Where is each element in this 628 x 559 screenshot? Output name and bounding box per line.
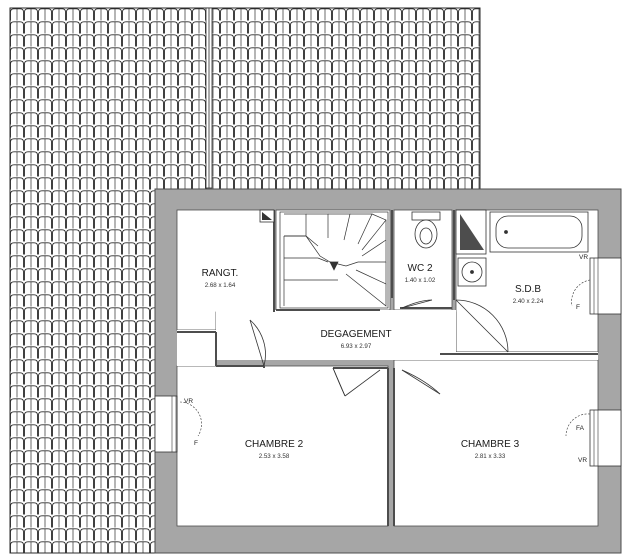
room-chambre2-floor	[176, 365, 389, 527]
room-dims-chambre2: 2.53 x 3.58	[259, 453, 290, 460]
toilet-icon	[411, 211, 441, 249]
room-dims-wc: 1.40 x 1.02	[405, 277, 436, 284]
window-label: VR	[579, 254, 588, 261]
window-label: FA	[576, 425, 585, 432]
room-dims-sdb: 2.40 x 2.24	[513, 298, 544, 305]
doors	[249, 299, 509, 397]
room-name-chambre2: CHAMBRE 2	[245, 439, 304, 450]
window-label: VR	[578, 457, 587, 464]
room-labels: RANGT. 2.68 x 1.64 WC 2 1.40 x 1.02 S.D.…	[202, 263, 544, 460]
window-label: VR	[184, 398, 193, 405]
room-name-chambre3: CHAMBRE 3	[461, 439, 520, 450]
interior-walls	[177, 210, 598, 526]
window-chambre3	[565, 409, 622, 467]
room-dims-degagement: 6.93 x 2.97	[341, 343, 372, 350]
room-dims-chambre3: 2.81 x 3.33	[475, 453, 506, 460]
ducts	[259, 209, 487, 255]
window-label: F	[576, 304, 580, 311]
room-dims-rangt: 2.68 x 1.64	[205, 282, 236, 289]
bathtub-icon	[489, 211, 589, 253]
window-chambre2	[154, 395, 202, 453]
room-name-sdb: S.D.B	[515, 284, 541, 295]
sink-icon	[457, 257, 487, 287]
room-name-wc: WC 2	[408, 263, 433, 274]
staircase	[279, 211, 389, 309]
room-name-degagement: DEGAGEMENT	[320, 329, 391, 340]
room-name-rangt: RANGT.	[202, 268, 239, 279]
stair-floor	[275, 209, 391, 311]
window-sdb	[571, 257, 622, 315]
window-label: F	[194, 440, 198, 447]
